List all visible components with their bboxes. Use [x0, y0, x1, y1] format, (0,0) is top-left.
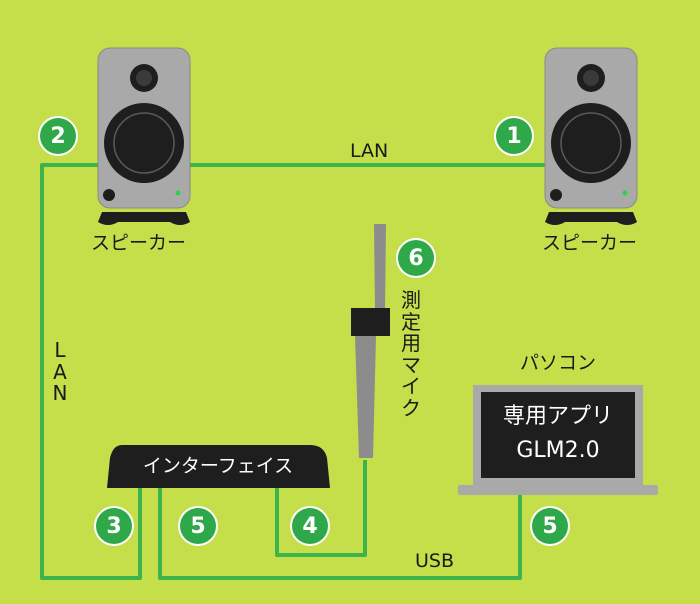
cables — [40, 163, 545, 580]
badge-4: 4 — [292, 508, 328, 544]
badge-1: 1 — [496, 118, 532, 154]
usb-label: USB — [415, 550, 455, 572]
screen-line-2: GLM2.0 — [516, 438, 600, 463]
speaker-left-icon — [97, 47, 191, 225]
microphone-icon — [351, 224, 390, 458]
mic-label: 測定用マイク — [401, 288, 421, 420]
lan-cable-interface — [40, 163, 142, 580]
interface-label: インターフェイス — [142, 455, 294, 477]
badge-5-interface: 5 — [180, 508, 216, 544]
screen-line-1: 専用アプリ — [502, 404, 613, 429]
usb-cable — [158, 488, 522, 580]
laptop-icon — [458, 385, 658, 495]
mic-cable — [275, 460, 367, 557]
speaker-right-label: スピーカー — [542, 232, 638, 254]
speaker-right-icon — [544, 47, 638, 225]
pc-label: パソコン — [520, 352, 597, 374]
badge-2: 2 — [40, 118, 76, 154]
badge-3: 3 — [96, 508, 132, 544]
lan-top-label: LAN — [350, 140, 389, 162]
badge-6: 6 — [398, 240, 434, 276]
badge-5-pc: 5 — [532, 508, 568, 544]
audio-interface-icon — [107, 445, 330, 488]
lan-side-label: LAN — [52, 338, 68, 406]
speaker-left-label: スピーカー — [91, 232, 187, 254]
